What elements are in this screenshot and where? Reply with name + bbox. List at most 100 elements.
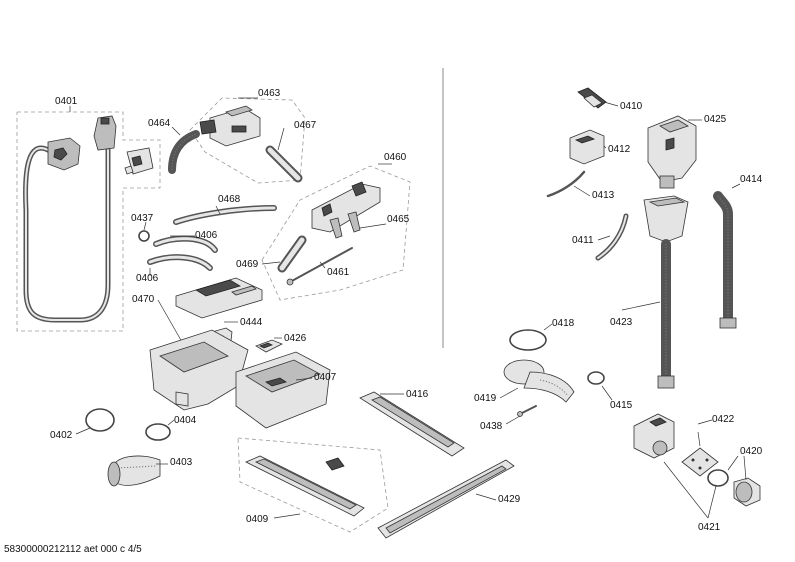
leader-0437 xyxy=(143,221,147,231)
label-0460: 0460 xyxy=(384,152,407,163)
leader-0410 xyxy=(603,101,619,107)
group-frame-0463 xyxy=(189,97,306,184)
leader-0461 xyxy=(319,261,326,269)
leader-0421a xyxy=(663,461,709,519)
label-0404: 0404 xyxy=(174,415,197,426)
label-0420: 0420 xyxy=(740,446,763,457)
ring-0402 xyxy=(85,408,115,432)
dispenser-housing xyxy=(149,329,249,411)
leader-0468 xyxy=(215,205,221,215)
leader-0421b xyxy=(707,485,717,519)
drawer-top-0470 xyxy=(175,277,263,319)
leader-0422b xyxy=(697,419,713,425)
bellows-0403 xyxy=(107,455,161,487)
connector-0410 xyxy=(577,87,607,109)
inlet-hose-0401 xyxy=(23,115,117,323)
label-0409: 0409 xyxy=(246,514,269,525)
label-0438: 0438 xyxy=(480,421,503,432)
hose-0411 xyxy=(595,213,629,261)
label-0461: 0461 xyxy=(327,267,350,278)
tube-0469 xyxy=(277,235,307,273)
plate-0422 xyxy=(681,447,719,477)
leader-0464 xyxy=(171,126,181,136)
label-0402: 0402 xyxy=(50,430,73,441)
leader-0409 xyxy=(273,513,301,519)
label-0416: 0416 xyxy=(406,389,429,400)
leader-0415 xyxy=(601,385,613,401)
label-0413: 0413 xyxy=(592,190,615,201)
sump-bellows-0419 xyxy=(503,359,575,403)
bracket-0416 xyxy=(359,391,465,457)
leader-0438 xyxy=(505,415,521,425)
clip-0437 xyxy=(138,230,150,242)
label-0407: 0407 xyxy=(314,372,337,383)
leader-0414 xyxy=(731,183,741,189)
drain-hose-0423 xyxy=(643,195,689,389)
label-0406b: 0406 xyxy=(136,273,159,284)
hose-0468 xyxy=(173,205,277,225)
pump-housing-0425 xyxy=(647,115,697,189)
label-0403: 0403 xyxy=(170,457,193,468)
label-0464: 0464 xyxy=(148,118,171,129)
label-0465: 0465 xyxy=(387,214,410,225)
group-frame-0409 xyxy=(237,437,389,533)
clip-0415 xyxy=(587,371,605,385)
ring-0418 xyxy=(509,329,547,351)
rail-0429 xyxy=(377,459,515,539)
box-0412 xyxy=(569,129,605,165)
label-0469: 0469 xyxy=(236,259,259,270)
label-0418: 0418 xyxy=(552,318,575,329)
label-0437: 0437 xyxy=(131,213,154,224)
label-0421: 0421 xyxy=(698,522,721,533)
leader-0407 xyxy=(295,377,313,381)
drawer-rail-0409 xyxy=(245,455,365,517)
leader-0419 xyxy=(499,387,519,399)
group-frame-0401 xyxy=(16,111,161,332)
rod-0461 xyxy=(286,247,353,286)
label-0426: 0426 xyxy=(284,333,307,344)
leader-0467 xyxy=(277,127,285,151)
leader-0465 xyxy=(359,223,387,229)
label-0429: 0429 xyxy=(498,494,521,505)
leader-0411 xyxy=(597,235,611,241)
leader-0404 xyxy=(167,419,175,426)
hose-0414 xyxy=(713,191,737,329)
label-0401: 0401 xyxy=(55,96,78,107)
label-0467: 0467 xyxy=(294,120,317,131)
filter-cap-0420 xyxy=(707,469,761,507)
hose-0406 xyxy=(147,235,218,271)
label-0444: 0444 xyxy=(240,317,263,328)
doc-code: 58300000212112 aet 000 c 4/5 xyxy=(4,544,142,555)
drawer-0407 xyxy=(235,351,331,429)
label-0423: 0423 xyxy=(610,317,633,328)
clamp-0404 xyxy=(145,423,171,441)
leader-0423 xyxy=(621,301,661,311)
leader-0420 xyxy=(727,455,739,471)
label-0470: 0470 xyxy=(132,294,155,305)
label-0411: 0411 xyxy=(572,235,594,246)
label-0425: 0425 xyxy=(704,114,727,125)
detergent-housing-0463 xyxy=(199,105,261,147)
dispenser-valve-0460 xyxy=(311,181,381,239)
leader-0422 xyxy=(697,431,701,447)
leader-0429 xyxy=(475,493,497,501)
label-0468: 0468 xyxy=(218,194,241,205)
leader-0420b xyxy=(743,455,747,481)
hose-0467 xyxy=(265,145,303,183)
leader-0412 xyxy=(603,145,607,149)
leader-0469 xyxy=(261,261,281,265)
label-0463: 0463 xyxy=(258,88,281,99)
elbow-hose-0464 xyxy=(168,130,200,174)
leader-0413 xyxy=(573,185,591,197)
leader-0418 xyxy=(543,323,553,331)
label-0406a: 0406 xyxy=(195,230,218,241)
hose-0413 xyxy=(546,170,586,198)
label-0410: 0410 xyxy=(620,101,643,112)
leader-0470 xyxy=(157,299,183,343)
valve-part xyxy=(124,147,154,175)
label-0422: 0422 xyxy=(712,414,735,425)
label-0414: 0414 xyxy=(740,174,763,185)
cap-0426 xyxy=(255,339,283,353)
label-0415: 0415 xyxy=(610,400,633,411)
